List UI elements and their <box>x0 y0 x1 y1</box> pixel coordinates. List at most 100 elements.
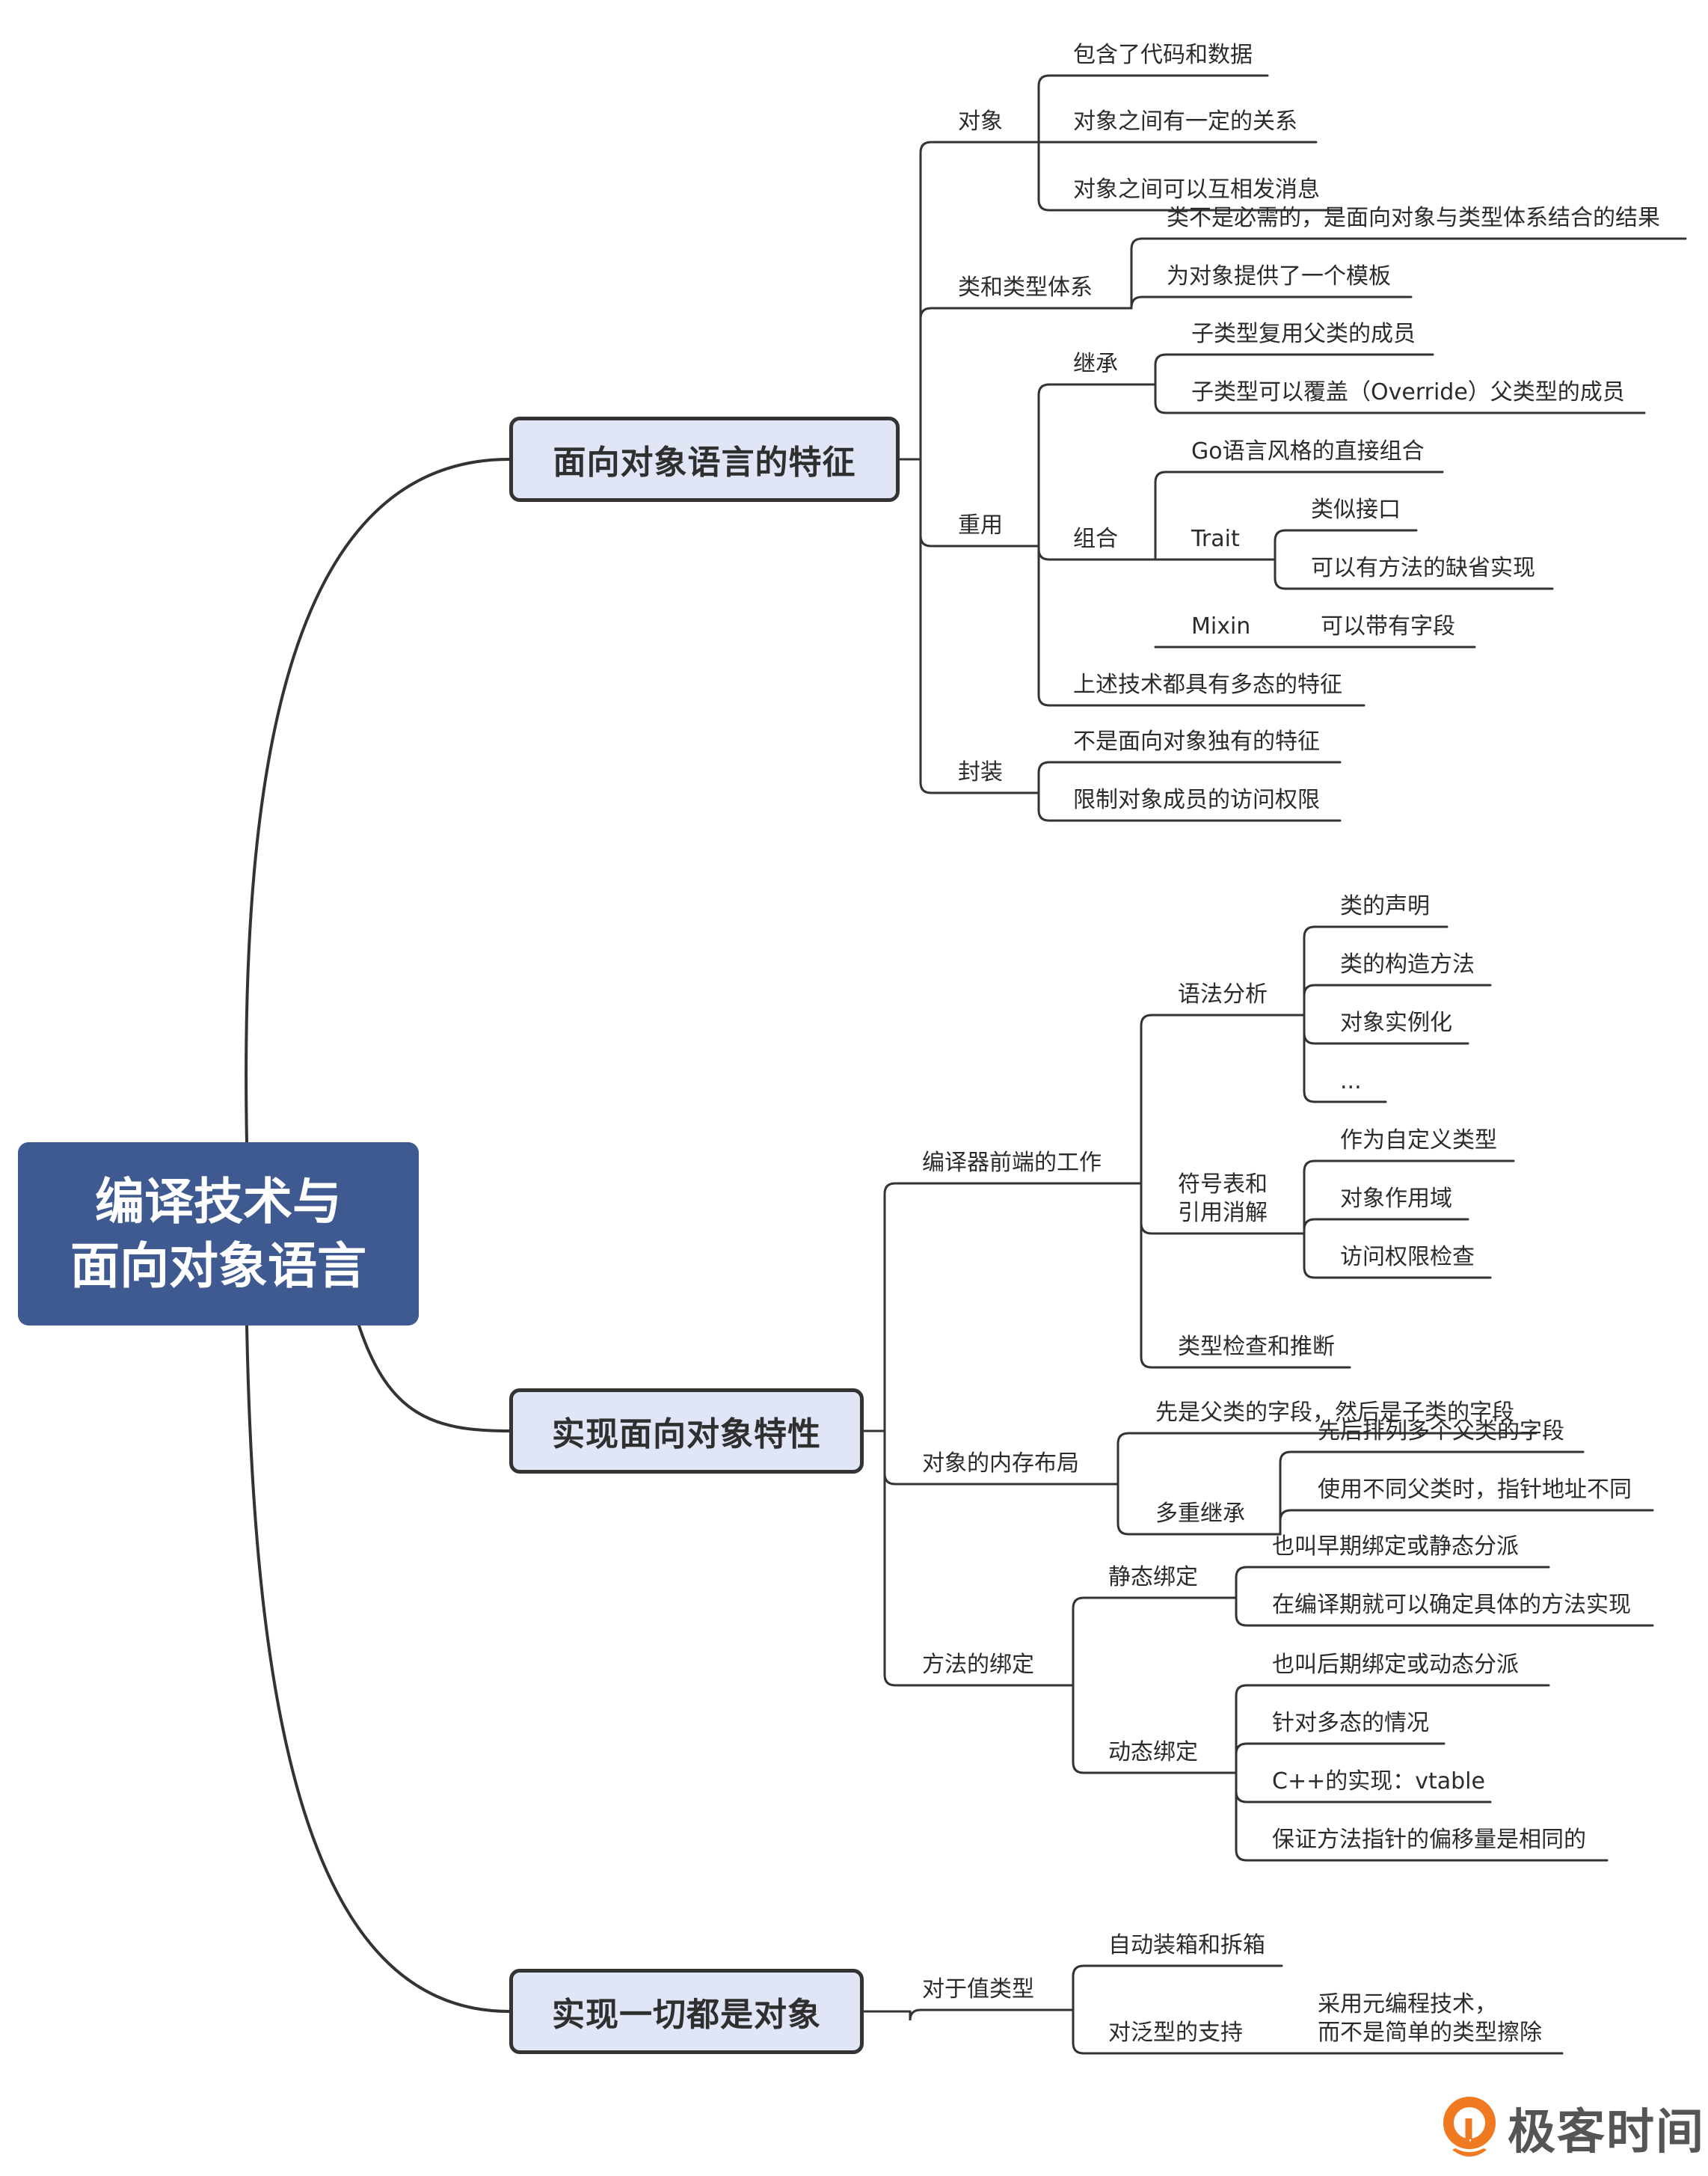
connector-b2c3 <box>883 1429 1075 1687</box>
topic-b1c1[interactable]: 对象 <box>958 108 1003 135</box>
root-node[interactable]: 编译技术与 面向对象语言 <box>18 1142 419 1325</box>
topic-b2c1[interactable]: 编译器前端的工作 <box>922 1150 1102 1176</box>
topic-b1c3[interactable]: 重用 <box>958 512 1003 539</box>
topic-b2c3a[interactable]: 静态绑定 <box>1108 1564 1198 1590</box>
connector-b2c1b3 <box>1303 1232 1492 1279</box>
leaf-b2c3a1[interactable]: 也叫早期绑定或静态分派 <box>1272 1533 1519 1560</box>
connector-b2c1b2 <box>1303 1218 1469 1235</box>
leaf-b2c2a[interactable]: 先是父类的字段，然后是子类的字段 <box>1155 1400 1514 1426</box>
connector-b2c3b1 <box>1235 1684 1550 1774</box>
topic-b3c1[interactable]: 对于值类型 <box>922 1976 1034 2002</box>
leaf-b2c1b1[interactable]: 作为自定义类型 <box>1340 1127 1497 1153</box>
leaf-b1c3b2b[interactable]: 可以有方法的缺省实现 <box>1311 555 1535 581</box>
leaf-b1c1l3[interactable]: 对象之间可以互相发消息 <box>1073 177 1320 203</box>
connector-b1c1l1 <box>1037 74 1269 144</box>
connector-b2c3b4 <box>1235 1771 1609 1862</box>
connector-b1c2 <box>919 307 1133 461</box>
connector-b1c3a2 <box>1154 383 1646 414</box>
leaf-b3c1b1[interactable]: 采用元编程技术， 而不是简单的类型擦除 <box>1318 1991 1542 2046</box>
leaf-b1c3a2[interactable]: 子类型可以覆盖（Override）父类型的成员 <box>1191 379 1625 405</box>
connector-b1c4l1 <box>1037 761 1342 794</box>
topic-b1c3b2[interactable]: Trait <box>1191 526 1240 552</box>
root-connector-b1 <box>245 458 511 1144</box>
leaf-b2c1c[interactable]: 类型检查和推断 <box>1178 1334 1335 1360</box>
leaf-b2c1b3[interactable]: 访问权限检查 <box>1340 1244 1475 1270</box>
connector-b2c3a1 <box>1235 1566 1550 1599</box>
leaf-b2c3b4[interactable]: 保证方法指针的偏移量是相同的 <box>1272 1827 1586 1853</box>
leaf-b2c3b3[interactable]: C++的实现：vtable <box>1272 1768 1485 1795</box>
leaf-b2c1a2[interactable]: 类的构造方法 <box>1340 951 1475 978</box>
leaf-b2c2b1[interactable]: 先后排列多个父类的字段 <box>1318 1418 1564 1444</box>
topic-b2c3b[interactable]: 动态绑定 <box>1108 1739 1198 1765</box>
leaf-b1c3c[interactable]: 上述技术都具有多态的特征 <box>1073 672 1342 698</box>
leaf-b1c2l1[interactable]: 类不是必需的，是面向对象与类型体系结合的结果 <box>1167 205 1660 231</box>
leaf-b1c3b3a[interactable]: 可以带有字段 <box>1321 613 1455 640</box>
connector-b2c1a2 <box>1303 984 1492 1017</box>
topic-b2c2b[interactable]: 多重继承 <box>1155 1501 1245 1527</box>
topic-b2c3[interactable]: 方法的绑定 <box>922 1652 1034 1678</box>
topic-b1c3b[interactable]: 组合 <box>1073 526 1118 552</box>
topic-b2c2[interactable]: 对象的内存布局 <box>922 1450 1079 1477</box>
connector-b2c3b2 <box>1235 1742 1446 1774</box>
connector-b2c1c <box>1140 1182 1351 1369</box>
connector-b2c1a1 <box>1303 925 1449 1017</box>
leaf-b1c1l2[interactable]: 对象之间有一定的关系 <box>1073 108 1297 135</box>
leaf-b1c3b1[interactable]: Go语言风格的直接组合 <box>1191 438 1425 465</box>
connector-b3c1 <box>909 2008 1075 2021</box>
topic-b3c1b[interactable]: 对泛型的支持 <box>1108 2020 1243 2046</box>
leaf-b1c4l1[interactable]: 不是面向对象独有的特征 <box>1073 729 1320 755</box>
leaf-b2c1a1[interactable]: 类的声明 <box>1340 893 1430 919</box>
leaf-b1c1l1[interactable]: 包含了代码和数据 <box>1073 42 1253 68</box>
leaf-b2c1a3[interactable]: 对象实例化 <box>1340 1010 1452 1036</box>
leaf-b2c3a2[interactable]: 在编译期就可以确定具体的方法实现 <box>1272 1592 1631 1618</box>
leaf-b2c3b2[interactable]: 针对多态的情况 <box>1272 1710 1429 1736</box>
main-topic-label: 实现一切都是对象 <box>552 1996 821 2034</box>
connector-b1c2l2 <box>1130 295 1413 310</box>
leaf-b2c1b2[interactable]: 对象作用域 <box>1340 1186 1452 1212</box>
connector-b2c2a <box>1116 1432 1537 1486</box>
connector-b2c3a <box>1072 1596 1238 1687</box>
root-title-line1: 编译技术与 <box>95 1172 342 1230</box>
leaf-b1c3b2a[interactable]: 类似接口 <box>1311 497 1401 523</box>
main-topic-b1[interactable]: 面向对象语言的特征 <box>509 417 900 502</box>
connector-b2c2b <box>1116 1483 1282 1536</box>
geektime-logo-icon <box>1442 2096 1497 2160</box>
connector-b1c3b2a <box>1274 529 1418 561</box>
leaf-b1c3a1[interactable]: 子类型复用父类的成员 <box>1191 321 1416 347</box>
topic-b1c2[interactable]: 类和类型体系 <box>958 275 1093 301</box>
topic-b1c4[interactable]: 封装 <box>958 759 1003 785</box>
topic-b2c1a[interactable]: 语法分析 <box>1178 981 1268 1008</box>
connector-b1c3c <box>1037 545 1366 707</box>
leaf-b2c1a4[interactable]: ... <box>1340 1068 1362 1094</box>
connector-b1c1l3 <box>1037 141 1342 212</box>
leaf-b2c2b2[interactable]: 使用不同父类时，指针地址不同 <box>1318 1477 1632 1503</box>
connector-b2c3b <box>1072 1684 1238 1774</box>
root-connector-b2 <box>357 1324 511 1432</box>
connector-b1c2l1 <box>1130 237 1687 310</box>
topic-b2c1b[interactable]: 符号表和 引用消解 <box>1178 1171 1268 1226</box>
topic-b1c3a[interactable]: 继承 <box>1073 351 1118 377</box>
topic-b1c3b3[interactable]: Mixin <box>1191 613 1251 640</box>
leaf-b2c3b1[interactable]: 也叫后期绑定或动态分派 <box>1272 1652 1519 1678</box>
root-connector-b3 <box>245 1324 511 2013</box>
main-topic-label: 面向对象语言的特征 <box>553 444 856 482</box>
connector-b2c2b2 <box>1279 1509 1654 1536</box>
leaf-b1c2l2[interactable]: 为对象提供了一个模板 <box>1167 263 1391 289</box>
leaf-b1c4l2[interactable]: 限制对象成员的访问权限 <box>1073 787 1320 813</box>
connector-b1c3b2b <box>1274 558 1554 590</box>
connector-b2c2b1 <box>1279 1450 1585 1536</box>
root-title-line2: 面向对象语言 <box>70 1236 366 1295</box>
connector-b2c1 <box>883 1182 1143 1432</box>
connector-b1c4l2 <box>1037 791 1342 822</box>
main-topic-b3[interactable]: 实现一切都是对象 <box>509 1969 864 2054</box>
connector-b1c3a <box>1037 383 1157 548</box>
geektime-logo-text: 极客时间 <box>1508 2105 1705 2160</box>
connector-b2c1a4 <box>1303 1014 1387 1103</box>
connector-b3c1b <box>1072 2008 1564 2055</box>
connector-b1c3a1 <box>1154 353 1434 386</box>
leaf-b3c1a[interactable]: 自动装箱和拆箱 <box>1108 1932 1265 1958</box>
main-topic-b2[interactable]: 实现面向对象特性 <box>509 1388 864 1474</box>
geektime-logo: 极客时间 <box>1442 2094 1705 2162</box>
